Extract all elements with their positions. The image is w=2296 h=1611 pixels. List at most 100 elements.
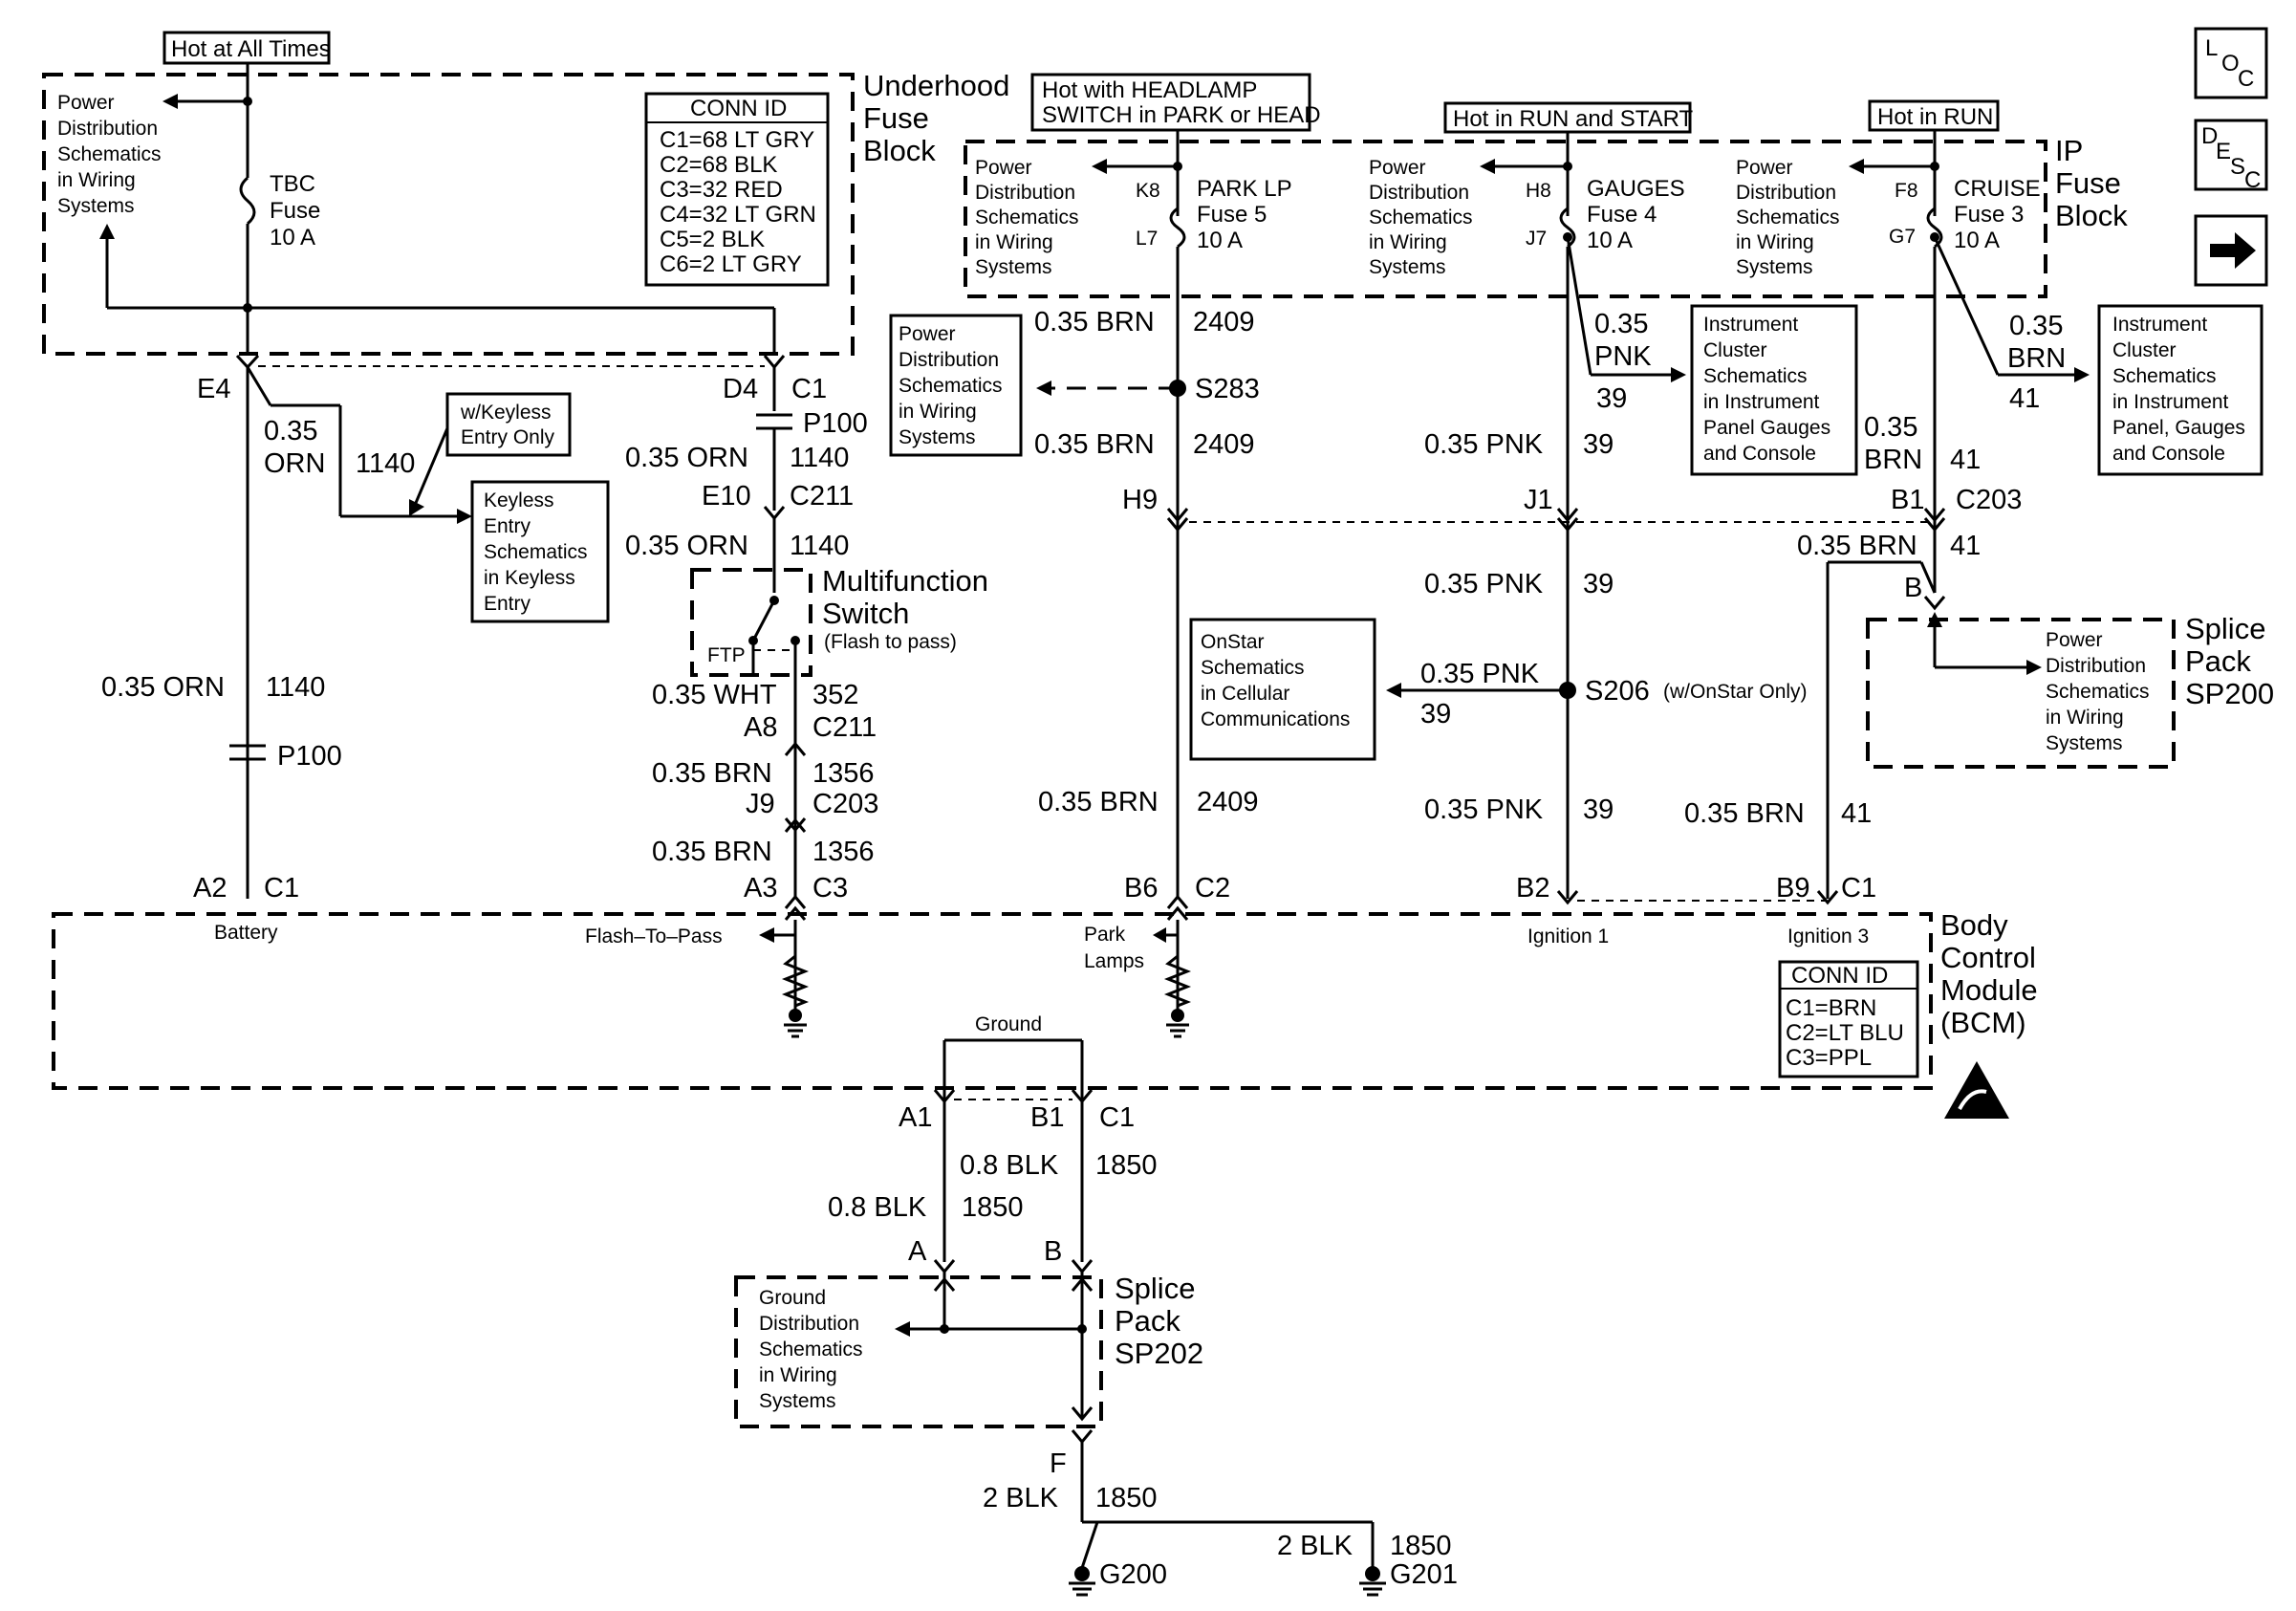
svg-text:Lamps: Lamps [1084, 950, 1144, 972]
svg-text:OnStar: OnStar [1201, 631, 1265, 653]
svg-text:G7: G7 [1889, 226, 1916, 248]
svg-text:Distribution: Distribution [1736, 182, 1836, 204]
power-dist-ref-s283[interactable]: Power Distribution Schematics in Wiring … [889, 314, 1023, 457]
svg-text:Schematics: Schematics [484, 541, 588, 563]
svg-text:C5=2 BLK: C5=2 BLK [660, 227, 765, 252]
svg-text:0.35 PNK: 0.35 PNK [1424, 569, 1544, 599]
cruise-fuse: Power Distribution Schematics in Wiring … [1736, 130, 2041, 278]
svg-text:Power: Power [899, 323, 956, 345]
svg-text:0.35 BRN: 0.35 BRN [1038, 787, 1159, 817]
svg-text:39: 39 [1420, 699, 1451, 729]
svg-text:C: C [2238, 66, 2254, 92]
keyless-only-label: w/Keyless Entry Only [445, 392, 572, 457]
svg-text:D: D [2201, 123, 2218, 149]
ip-fuse-block: IP Fuse Block [964, 134, 2128, 298]
svg-text:1356: 1356 [812, 837, 875, 867]
svg-text:Cluster: Cluster [2112, 339, 2177, 361]
svg-text:Park: Park [1084, 924, 1126, 946]
wire-1140-multifunction: D4 C1 P100 0.35 ORN 1140 E10 C211 0.35 O… [625, 367, 868, 593]
svg-text:Schematics: Schematics [1201, 657, 1305, 679]
svg-text:Fuse 4: Fuse 4 [1587, 202, 1657, 228]
svg-text:Block: Block [863, 134, 936, 167]
nav-desc-icon[interactable]: D E S C [2194, 119, 2268, 193]
svg-text:Panel Gauges: Panel Gauges [1703, 417, 1830, 439]
svg-text:Power: Power [975, 157, 1032, 179]
splice-pack-sp200: Power Distribution Schematics in Wiring … [1866, 612, 2274, 769]
svg-text:C211: C211 [812, 712, 877, 743]
svg-text:Systems: Systems [1736, 256, 1813, 278]
svg-text:S283: S283 [1195, 374, 1260, 404]
power-dist-ref-1: Power Distribution Schematics in Wiring … [57, 92, 162, 217]
svg-text:G201: G201 [1390, 1559, 1458, 1590]
svg-text:0.35 BRN: 0.35 BRN [652, 837, 772, 867]
svg-text:Fuse 3: Fuse 3 [1954, 202, 2024, 228]
svg-text:Ground: Ground [759, 1287, 826, 1309]
instrument-cluster-ref-2[interactable]: Instrument Cluster Schematics in Instrum… [2097, 304, 2264, 476]
svg-text:Pack: Pack [1115, 1304, 1180, 1338]
multifunction-switch: FTP Multifunction Switch (Flash to pass) [690, 564, 988, 679]
instrument-cluster-ref-1[interactable]: Instrument Cluster Schematics in Instrum… [1690, 304, 1858, 476]
svg-text:Distribution: Distribution [57, 118, 158, 140]
svg-text:C4=32 LT GRN: C4=32 LT GRN [660, 202, 816, 228]
svg-text:Distribution: Distribution [975, 182, 1075, 204]
svg-text:0.35 ORN: 0.35 ORN [625, 531, 748, 561]
svg-text:0.35 BRN: 0.35 BRN [1797, 531, 1917, 561]
svg-text:Schematics: Schematics [1736, 207, 1840, 229]
svg-text:Block: Block [2055, 199, 2128, 232]
conn-id-underhood: CONN ID C1=68 LT GRY C2=68 BLK C3=32 RED… [644, 92, 830, 287]
onstar-ref[interactable]: OnStar Schematics in Cellular Communicat… [1189, 618, 1376, 761]
svg-text:G200: G200 [1099, 1559, 1167, 1590]
keyless-entry-ref[interactable]: Keyless Entry Schematics in Keyless Entr… [470, 480, 610, 623]
svg-text:BRN: BRN [1864, 445, 1922, 475]
svg-text:Fuse: Fuse [863, 101, 929, 135]
svg-text:A: A [908, 1236, 927, 1267]
svg-text:Control: Control [1940, 941, 2036, 974]
svg-text:in Wiring: in Wiring [899, 401, 977, 423]
svg-text:and Console: and Console [1703, 443, 1816, 465]
svg-text:C203: C203 [1956, 485, 2022, 515]
gauges-fuse: Power Distribution Schematics in Wiring … [1369, 132, 1685, 278]
park-lp-fuse: Power Distribution Schematics in Wiring … [975, 130, 1292, 278]
svg-text:Pack: Pack [2185, 644, 2251, 678]
svg-text:A3: A3 [744, 873, 777, 903]
svg-text:Switch: Switch [822, 597, 909, 630]
svg-text:w/Keyless: w/Keyless [460, 402, 552, 424]
svg-text:K8: K8 [1136, 180, 1160, 202]
svg-text:10 A: 10 A [1587, 228, 1633, 253]
svg-text:Body: Body [1940, 908, 2008, 942]
svg-text:in Wiring: in Wiring [57, 169, 136, 191]
svg-text:CONN ID: CONN ID [1791, 963, 1888, 989]
svg-text:(Flash to pass): (Flash to pass) [824, 631, 957, 653]
body-control-module: Body Control Module (BCM) Battery Flash–… [52, 894, 2038, 1099]
svg-text:Power: Power [57, 92, 115, 114]
svg-text:39: 39 [1583, 795, 1614, 825]
svg-text:C203: C203 [812, 789, 878, 819]
svg-text:1850: 1850 [962, 1192, 1024, 1223]
svg-text:39: 39 [1583, 569, 1614, 599]
svg-text:ORN: ORN [264, 448, 325, 479]
svg-text:Systems: Systems [2046, 732, 2123, 754]
svg-text:0.35 PNK: 0.35 PNK [1420, 659, 1540, 689]
svg-text:B: B [1904, 573, 1922, 603]
svg-text:IP: IP [2055, 134, 2083, 167]
svg-text:PARK LP: PARK LP [1197, 176, 1292, 202]
nav-loc-icon[interactable]: L O C [2194, 27, 2268, 99]
svg-text:O: O [2221, 51, 2240, 76]
svg-text:Ignition 1: Ignition 1 [1527, 925, 1609, 947]
svg-text:C2: C2 [1195, 873, 1230, 903]
svg-text:H8: H8 [1526, 180, 1551, 202]
svg-text:in Cellular: in Cellular [1201, 683, 1289, 705]
wire-2409: 0.35 BRN 2409 S283 0.35 BRN 2409 H9 0.35… [1034, 247, 1931, 903]
svg-text:Schematics: Schematics [1703, 365, 1808, 387]
svg-text:(BCM): (BCM) [1940, 1006, 2026, 1039]
svg-text:Schematics: Schematics [2046, 681, 2150, 703]
svg-text:Battery: Battery [214, 922, 278, 944]
nav-next-arrow-icon[interactable] [2194, 214, 2268, 287]
svg-text:S206: S206 [1585, 676, 1650, 707]
svg-text:A2: A2 [193, 873, 227, 903]
svg-text:C1: C1 [264, 873, 299, 903]
svg-text:B1: B1 [1030, 1102, 1064, 1133]
svg-text:in Wiring: in Wiring [975, 231, 1053, 253]
svg-text:Distribution: Distribution [1369, 182, 1469, 204]
